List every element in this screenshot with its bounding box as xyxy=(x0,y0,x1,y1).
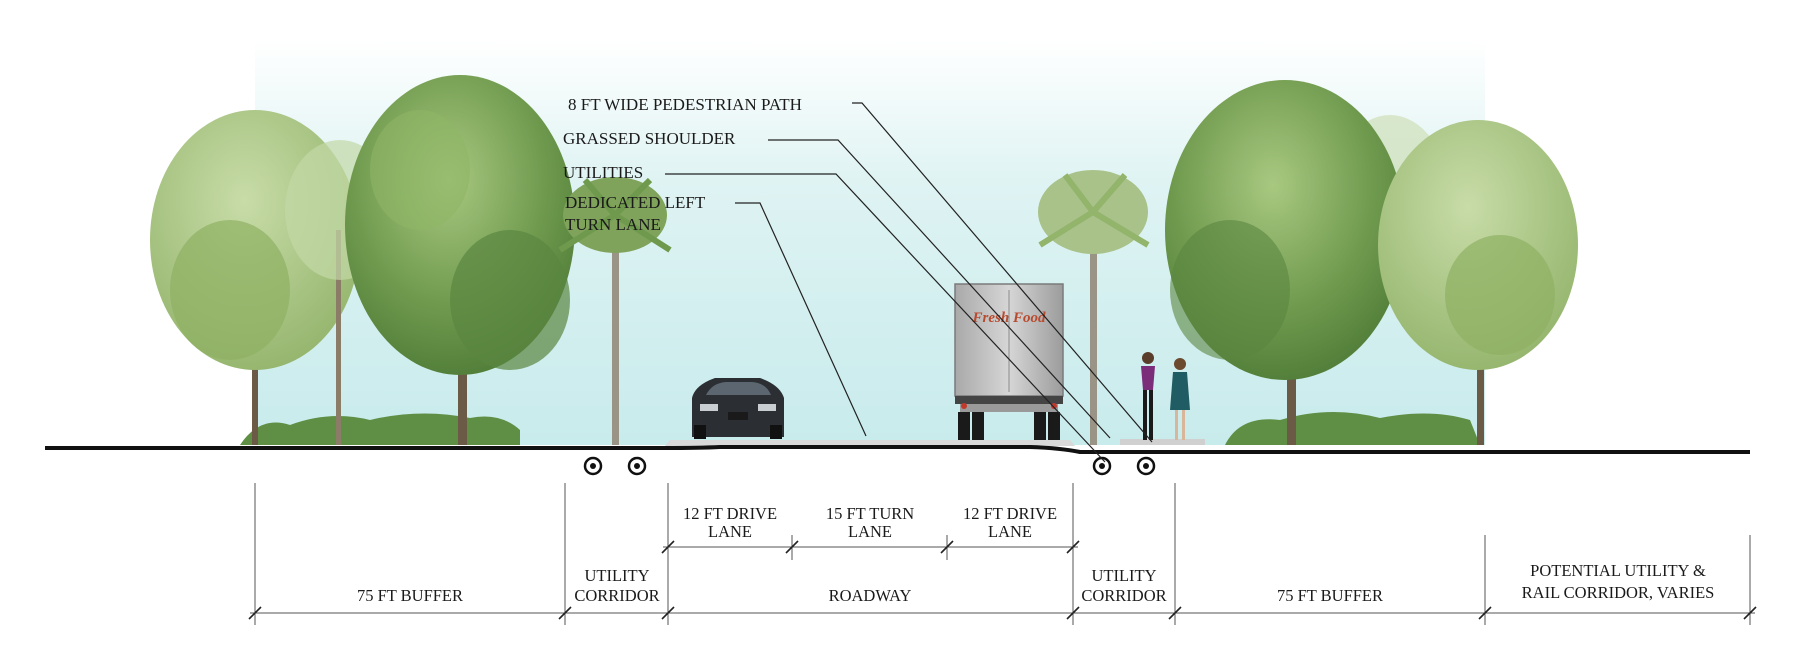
utility-pipes xyxy=(583,456,1156,476)
callout-pedestrian-path: 8 FT WIDE PEDESTRIAN PATH xyxy=(568,95,802,114)
segment-label-left-buffer: 75 FT BUFFER xyxy=(357,586,463,605)
callout-utilities: UTILITIES xyxy=(563,163,643,182)
segment-labels: 75 FT BUFFER UTILITY CORRIDOR ROADWAY UT… xyxy=(357,561,1714,605)
segment-label-left-utility-line2: CORRIDOR xyxy=(574,586,659,605)
dimension-ticks xyxy=(248,540,1757,620)
lane-label-left-drive-line2: LANE xyxy=(708,522,752,541)
lane-label-turn-line1: 15 FT TURN xyxy=(826,504,914,523)
callout-grassed-shoulder: GRASSED SHOULDER xyxy=(563,129,736,148)
truck: Fresh Food xyxy=(954,283,1064,440)
lane-label-turn-line2: LANE xyxy=(848,522,892,541)
callouts: 8 FT WIDE PEDESTRIAN PATH GRASSED SHOULD… xyxy=(563,95,802,234)
segment-label-rail-line1: POTENTIAL UTILITY & xyxy=(1530,561,1706,580)
lane-label-right-drive-line2: LANE xyxy=(988,522,1032,541)
callout-leaders xyxy=(665,102,1153,463)
lane-label-right-drive-line1: 12 FT DRIVE xyxy=(963,504,1057,523)
ground-line xyxy=(45,445,1750,454)
road-surface xyxy=(665,439,1205,446)
segment-label-right-buffer: 75 FT BUFFER xyxy=(1277,586,1383,605)
right-tree-group xyxy=(1038,80,1578,445)
segment-label-left-utility-line1: UTILITY xyxy=(584,566,649,585)
pedestrians xyxy=(1141,352,1190,440)
callout-turn-lane-line2: TURN LANE xyxy=(565,215,661,234)
left-tree-group xyxy=(150,75,672,445)
dimension-lines xyxy=(250,483,1755,625)
segment-label-right-utility-line1: UTILITY xyxy=(1091,566,1156,585)
lane-label-left-drive-line1: 12 FT DRIVE xyxy=(683,504,777,523)
callout-turn-lane-line1: DEDICATED LEFT xyxy=(565,193,706,212)
truck-sign-text: Fresh Food xyxy=(972,310,1046,326)
segment-label-rail-line2: RAIL CORRIDOR, VARIES xyxy=(1522,583,1715,602)
segment-label-roadway: ROADWAY xyxy=(829,586,912,605)
segment-label-right-utility-line2: CORRIDOR xyxy=(1081,586,1166,605)
lane-labels: 12 FT DRIVE LANE 15 FT TURN LANE 12 FT D… xyxy=(683,504,1057,541)
car xyxy=(692,378,784,439)
